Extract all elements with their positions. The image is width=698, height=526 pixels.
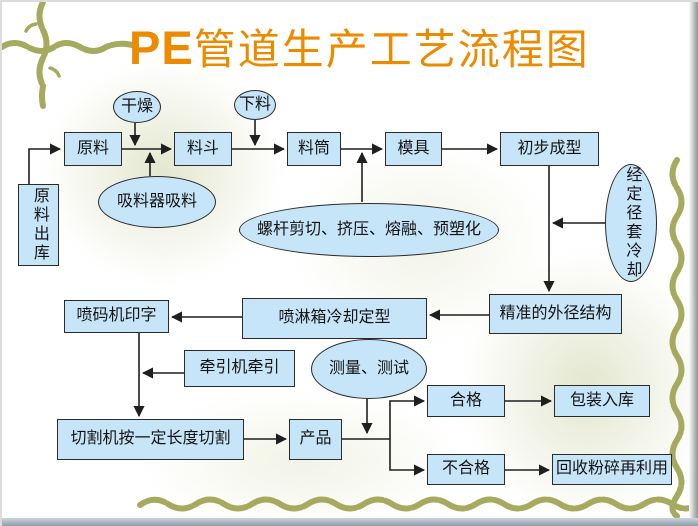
node-yuanliao: 原料 [64, 132, 122, 166]
ellipse-xialiao: 下料 [234, 90, 276, 120]
node-liaodou: 料斗 [174, 132, 232, 166]
node-qianyinji: 牵引机牵引 [184, 350, 295, 387]
ellipse-ganzao: 干燥 [113, 91, 161, 123]
node-moju: 模具 [385, 132, 442, 166]
node-penlin-dingxing: 喷淋箱冷却定型 [242, 298, 427, 339]
node-penma-yinzi: 喷码机印字 [64, 300, 169, 333]
ellipse-celiang-ceshi: 测量、测试 [311, 339, 427, 399]
slide-edge-bottom [2, 518, 698, 526]
node-yuanliao-chuku: 原料出库 [18, 184, 59, 266]
node-chanpin: 产品 [289, 419, 342, 460]
page-title: PE管道生产工艺流程图 [129, 16, 590, 77]
node-chubu-chengxing: 初步成型 [500, 132, 599, 166]
ellipse-luogan: 螺杆剪切、挤压、熔融、预塑化 [239, 203, 499, 257]
node-qiegeji: 切割机按一定长度切割 [57, 419, 244, 460]
title-text: 管道生产工艺流程图 [193, 28, 590, 74]
node-huishou-liyong: 回收粉碎再利用 [552, 454, 672, 485]
slide-edge-right [689, 2, 698, 526]
connector-chuku-to-yuanliao [28, 143, 62, 184]
ellipse-jingdingjing: 经定径套冷却 [605, 164, 657, 282]
node-buhege: 不合格 [427, 454, 505, 485]
vine-top-left-horizontal-icon [2, 40, 139, 54]
connector-branch-to-buhege [389, 439, 426, 476]
title-prefix: PE [129, 21, 194, 74]
vine-thorn-icon [24, 22, 38, 33]
node-baozhuang-ruku: 包装入库 [554, 385, 650, 417]
connector-branch-to-hege [389, 395, 426, 439]
node-hege: 合格 [427, 385, 505, 417]
node-liaotong: 料筒 [287, 132, 341, 166]
ellipse-xiliaoqi: 吸料器吸料 [98, 176, 216, 228]
node-jingzhun-waijing: 精准的外径结构 [489, 294, 622, 334]
